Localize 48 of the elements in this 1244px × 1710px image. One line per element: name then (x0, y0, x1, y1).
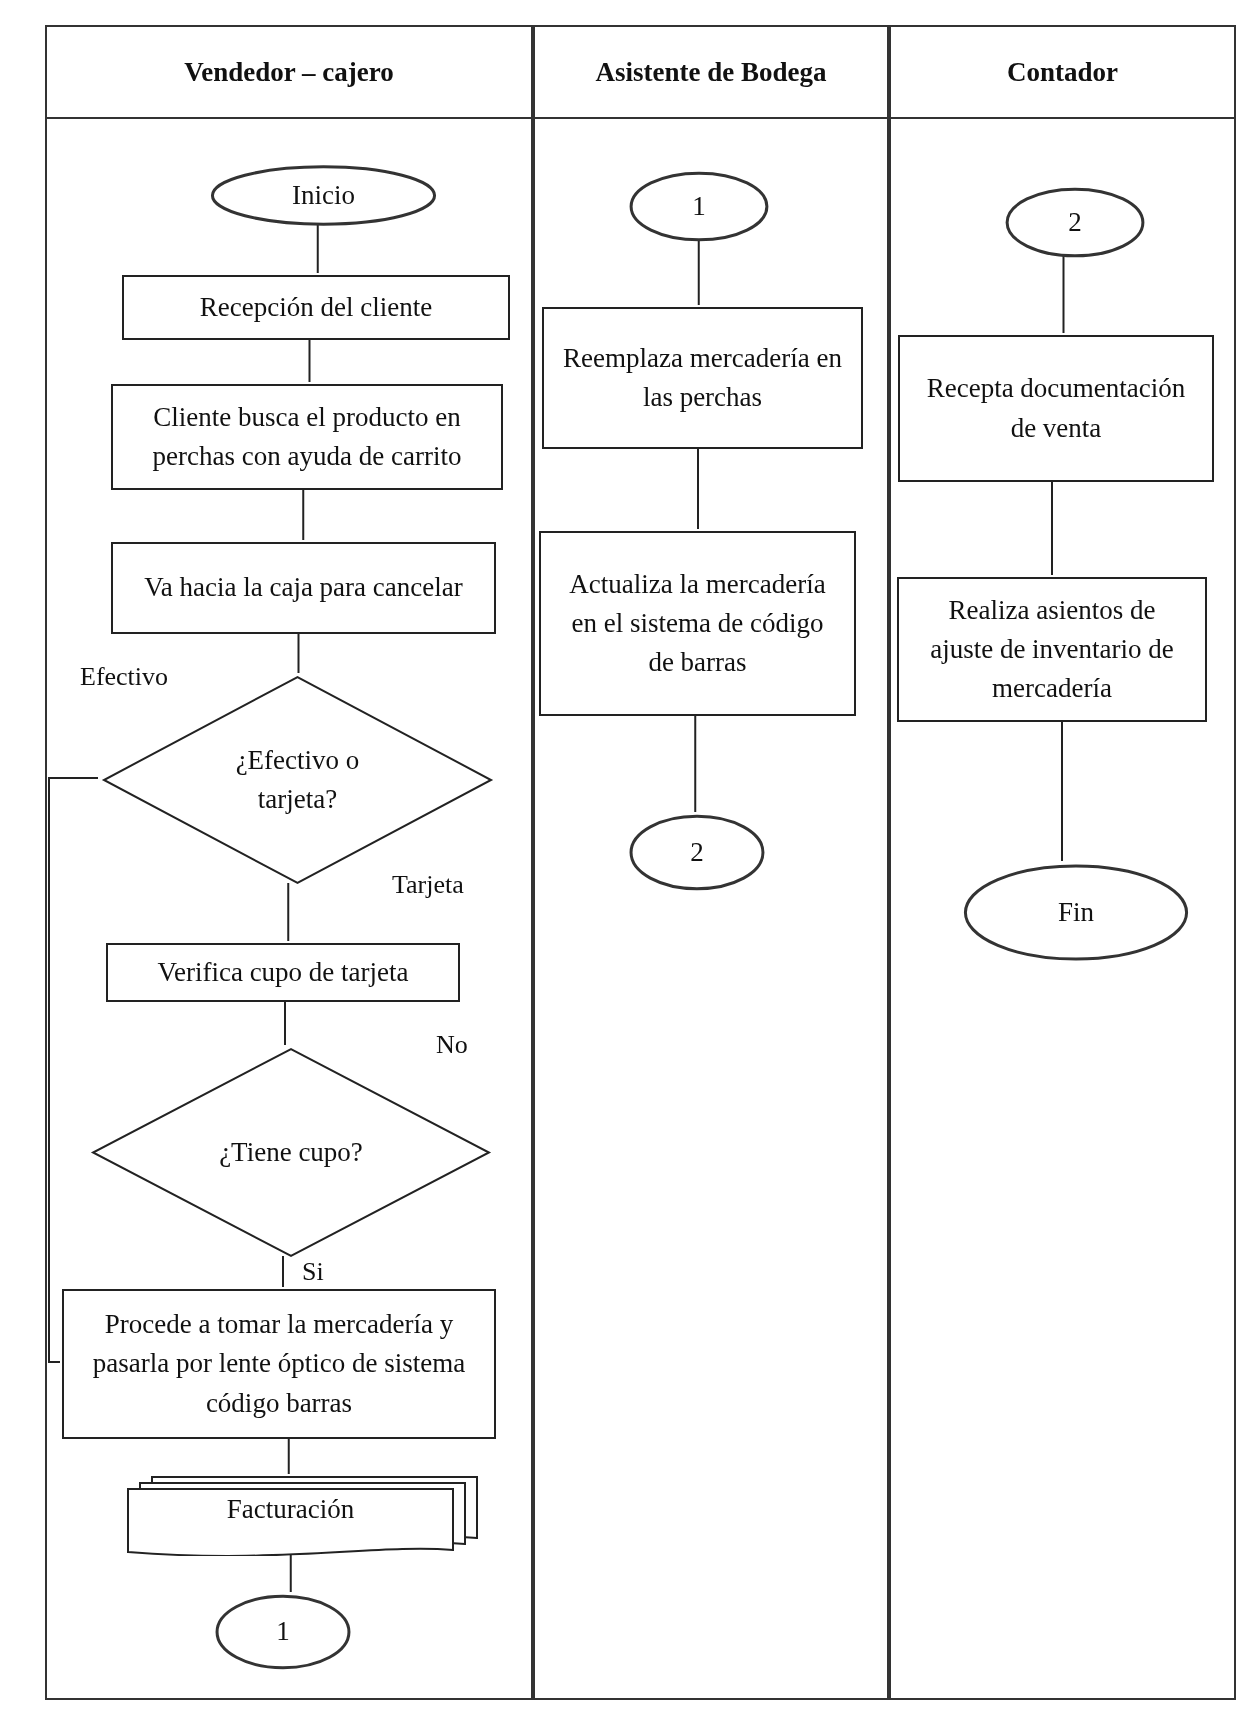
process-box (539, 531, 856, 716)
swimlane (889, 25, 1236, 1700)
swimlane (533, 25, 889, 1700)
process-box (542, 307, 863, 449)
multi-document-shape (127, 1476, 478, 1556)
node-text: Facturación (226, 1493, 355, 1527)
connector-line (48, 777, 99, 1363)
node-text: Fin (1058, 895, 1094, 929)
connector-line (282, 1255, 284, 1288)
process-box (898, 335, 1214, 482)
node-text: 2 (1068, 205, 1082, 239)
terminator-ellipse (629, 814, 765, 891)
connector-line (287, 882, 290, 942)
lane-header: Vendedor – cajero (184, 55, 394, 89)
branch-label: No (436, 1032, 468, 1058)
node-text: Realiza asientos de ajuste de inventario de mercadería (929, 593, 1175, 706)
terminator-ellipse (962, 863, 1190, 962)
connector-line (316, 223, 319, 274)
node-text: Inicio (292, 178, 355, 212)
node-text: Recepción del cliente (199, 290, 433, 324)
connector-line (289, 1553, 292, 1593)
node-text: 2 (690, 835, 704, 869)
lane-header: Asistente de Bodega (595, 55, 827, 89)
terminator-ellipse (215, 1594, 351, 1670)
node-text: ¿Tiene cupo? (219, 1135, 363, 1169)
node-text: Reemplaza mercadería en las perchas (562, 341, 843, 414)
node-text: Verifica cupo de tarjeta (157, 955, 409, 989)
swimlane (45, 25, 533, 1700)
process-box (111, 542, 496, 634)
terminator-ellipse (629, 171, 769, 242)
process-box (897, 577, 1207, 722)
process-box (62, 1289, 496, 1439)
connector-line (697, 239, 700, 306)
process-box (111, 384, 503, 490)
node-text: Procede a tomar la mercadería y pasarla por lente óptico de sistema código barras (91, 1308, 467, 1420)
terminator-ellipse (209, 165, 438, 226)
node-text: 1 (692, 189, 706, 223)
node-text: 1 (276, 1615, 290, 1649)
lane-header: Contador (1007, 55, 1118, 89)
node-text: ¿Efectivo o tarjeta? (234, 743, 361, 816)
node-text: Recepta documentación de venta (925, 372, 1187, 445)
process-box (106, 943, 460, 1002)
node-text: Cliente busca el producto en perchas con ayuda de carrito (151, 400, 463, 473)
connector-line (1062, 255, 1065, 334)
node-text: Actualiza la mercadería en el sistema de código de barras (568, 567, 827, 680)
terminator-ellipse (1005, 187, 1145, 258)
process-box (122, 275, 510, 340)
node-text: Va hacia la caja para cancelar (144, 571, 463, 605)
